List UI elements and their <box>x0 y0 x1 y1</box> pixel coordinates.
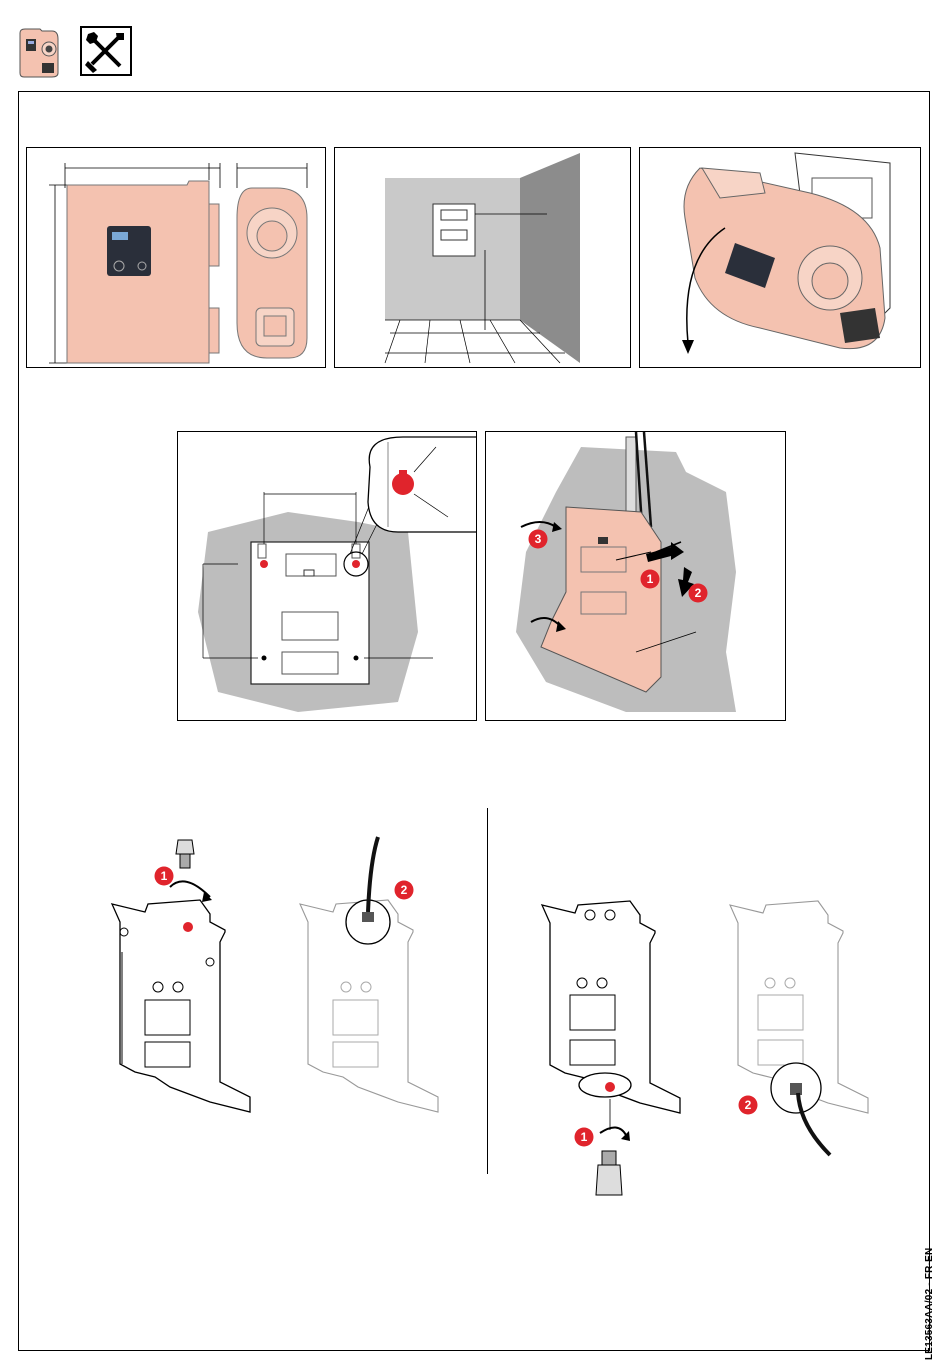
svg-text:2: 2 <box>745 1098 752 1112</box>
svg-text:1: 1 <box>581 1130 588 1144</box>
panel-dimensions <box>26 147 326 368</box>
bottom-entry-illustration: 1 2 <box>530 895 880 1200</box>
wall-charger-icon <box>16 27 60 79</box>
panel-bracket-fix: 1 2 3 <box>485 431 786 721</box>
top-entry-illustration: 1 2 <box>100 832 460 1122</box>
svg-text:2: 2 <box>401 883 408 897</box>
step-3-badge: 3 <box>528 529 548 549</box>
panel-drill-template <box>177 431 477 721</box>
panel-mount-rotate <box>639 147 921 368</box>
step-1-badge-bottom: 1 <box>574 1127 594 1147</box>
column-divider <box>487 808 488 1174</box>
step-1-badge-top: 1 <box>154 866 174 886</box>
svg-text:2: 2 <box>695 586 702 600</box>
svg-text:1: 1 <box>647 572 654 586</box>
svg-text:3: 3 <box>535 532 542 546</box>
step-2-badge-bottom: 2 <box>738 1095 758 1115</box>
step-1-badge: 1 <box>640 569 660 589</box>
step-2-badge-top: 2 <box>394 880 414 900</box>
step-2-badge: 2 <box>688 583 708 603</box>
svg-text:1: 1 <box>161 869 168 883</box>
document-reference: LE13563AA/02 - FR-EN <box>924 1248 935 1360</box>
panel-wall-position <box>334 147 631 368</box>
screwdriver-wrench-icon <box>80 26 132 76</box>
